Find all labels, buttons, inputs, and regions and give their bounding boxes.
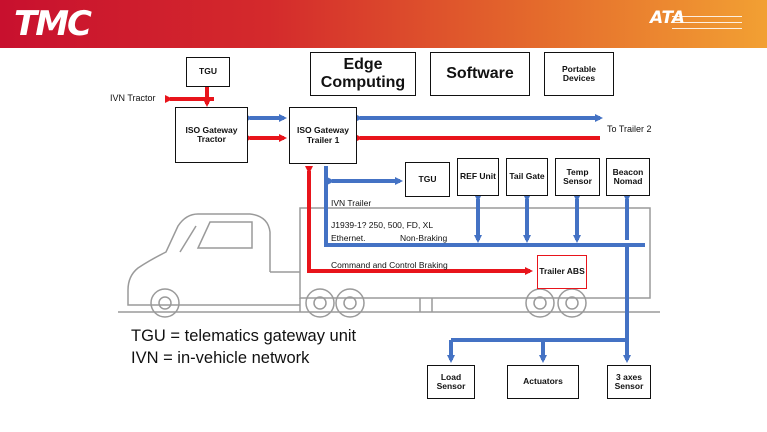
wheel bbox=[557, 288, 587, 318]
beacon-nomad-box: Beacon Nomad bbox=[606, 158, 650, 196]
braking-links bbox=[165, 84, 600, 275]
wheel-hub bbox=[158, 296, 172, 310]
truck-illustration bbox=[118, 207, 660, 318]
wheel bbox=[525, 288, 555, 318]
temp-sensor-box: Temp Sensor bbox=[555, 158, 600, 196]
wheel-hub bbox=[565, 296, 579, 310]
truck-cab bbox=[127, 213, 300, 306]
ata-logo-line bbox=[672, 16, 742, 17]
command-braking-label: Command and Control Braking bbox=[331, 260, 448, 270]
wheel-hub bbox=[533, 296, 547, 310]
cab-pillar bbox=[179, 225, 197, 253]
tgu-trailer-box: TGU bbox=[405, 162, 450, 197]
non-braking-label: Non-Braking bbox=[400, 233, 448, 243]
ata-logo: ATA bbox=[650, 8, 685, 28]
ethernet-label: Ethernet. bbox=[331, 233, 366, 243]
wheel-hub bbox=[343, 296, 357, 310]
ivn-tractor-label: IVN Tractor bbox=[110, 93, 156, 103]
edge-computing-box: Edge Computing bbox=[310, 52, 416, 96]
ata-logo-line bbox=[672, 28, 742, 29]
tail-gate-box: Tail Gate bbox=[506, 158, 548, 196]
software-box: Software bbox=[430, 52, 530, 96]
wheel bbox=[150, 288, 180, 318]
to-trailer2-label: To Trailer 2 bbox=[607, 124, 652, 134]
ref-unit-box: REF Unit bbox=[457, 158, 499, 196]
wheel bbox=[305, 288, 335, 318]
load-sensor-box: Load Sensor bbox=[427, 365, 475, 399]
portable-devices-box: Portable Devices bbox=[544, 52, 614, 96]
legend-ivn: IVN = in-vehicle network bbox=[131, 349, 310, 367]
wheel bbox=[335, 288, 365, 318]
j1939-label: J1939-1? 250, 500, FD, XL bbox=[331, 220, 434, 230]
legend: TGU = telematics gateway unit IVN = in-v… bbox=[131, 325, 356, 369]
actuators-box: Actuators bbox=[507, 365, 579, 399]
wheel-hub bbox=[313, 296, 327, 310]
ata-logo-line bbox=[672, 22, 742, 23]
cab-window bbox=[196, 221, 253, 249]
trailer-abs-box: Trailer ABS bbox=[537, 255, 587, 289]
landing-gear bbox=[419, 298, 433, 312]
legend-tgu: TGU = telematics gateway unit bbox=[131, 327, 357, 345]
ivn-trailer-label: IVN Trailer bbox=[331, 198, 372, 208]
tgu-tractor-box: TGU bbox=[186, 57, 230, 87]
tmc-logo: TMC bbox=[14, 4, 92, 44]
axes-sensor-box: 3 axes Sensor bbox=[607, 365, 651, 399]
iso-gateway-trailer1-box: ISO Gateway Trailer 1 bbox=[289, 107, 357, 164]
iso-gateway-tractor-box: ISO Gateway Tractor bbox=[175, 107, 248, 163]
header-bar: TMC ATA bbox=[0, 0, 767, 48]
